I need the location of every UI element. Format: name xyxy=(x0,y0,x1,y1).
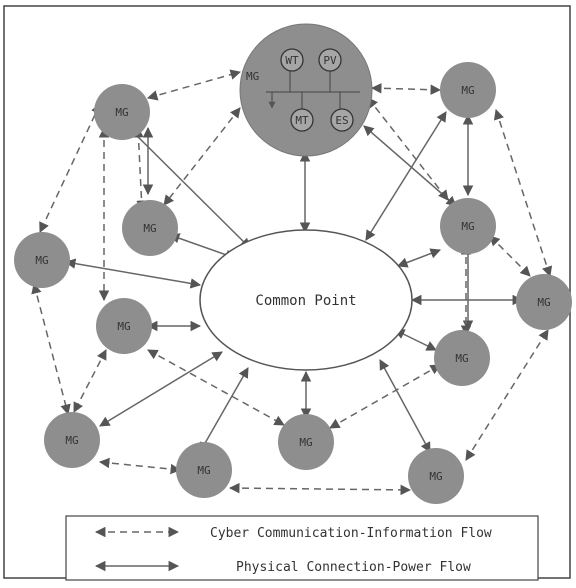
info-flow-line xyxy=(367,97,449,201)
power-flow-line xyxy=(397,248,441,268)
svg-text:MG: MG xyxy=(65,434,78,447)
power-flow-line xyxy=(394,329,437,351)
info-flow-line xyxy=(489,235,531,277)
mt-component-label: MT xyxy=(295,114,309,127)
info-flow-line xyxy=(146,69,242,101)
svg-text:MG: MG xyxy=(143,222,156,235)
info-flow-line xyxy=(163,107,241,206)
info-flow-line xyxy=(98,457,182,475)
svg-text:MG: MG xyxy=(537,296,550,309)
power-flow-line xyxy=(169,233,236,260)
mg-node: MG xyxy=(94,84,150,140)
wt-component-label: WT xyxy=(285,54,299,67)
info-flow-line xyxy=(31,282,71,416)
info-flow-line xyxy=(147,349,285,426)
mg-node: MG xyxy=(440,198,496,254)
mg-node: MG xyxy=(408,448,464,504)
info-flow-line xyxy=(329,364,441,429)
info-flow-line xyxy=(228,482,412,496)
svg-text:MG: MG xyxy=(461,84,474,97)
common-point: Common Point xyxy=(199,229,413,371)
mg-node: MG xyxy=(14,232,70,288)
svg-text:MG: MG xyxy=(197,464,210,477)
mg-node: MG xyxy=(122,200,178,256)
common-point-label: Common Point xyxy=(255,293,356,309)
legend-physical-label: Physical Connection-Power Flow xyxy=(236,560,471,575)
legend-cyber-label: Cyber Communication-Information Flow xyxy=(210,526,492,541)
svg-text:MG: MG xyxy=(35,254,48,267)
svg-text:MG: MG xyxy=(461,220,474,233)
power-flow-line xyxy=(64,258,202,289)
info-flow-line xyxy=(465,329,549,461)
pv-component-label: PV xyxy=(323,54,337,67)
svg-text:MG: MG xyxy=(299,436,312,449)
mg-node: MG xyxy=(278,414,334,470)
es-component-label: ES xyxy=(335,114,348,127)
mg-node: MG xyxy=(434,330,490,386)
mg-node: MG xyxy=(44,412,100,468)
svg-text:MG: MG xyxy=(429,470,442,483)
info-flow-line xyxy=(493,109,553,277)
mg-node: MG xyxy=(176,442,232,498)
mg-node: MG xyxy=(96,298,152,354)
svg-text:MG: MG xyxy=(117,320,130,333)
main-node-label: MG xyxy=(246,70,259,83)
mg-node: MG xyxy=(440,62,496,118)
cyber-links xyxy=(31,69,553,496)
svg-text:MG: MG xyxy=(455,352,468,365)
mg-node: MG xyxy=(516,274,572,330)
main-mg-node: MG WT PV MT ES xyxy=(239,23,373,157)
legend: Cyber Communication-Information Flow Phy… xyxy=(65,515,539,581)
svg-text:MG: MG xyxy=(115,106,128,119)
info-flow-line xyxy=(133,126,147,212)
